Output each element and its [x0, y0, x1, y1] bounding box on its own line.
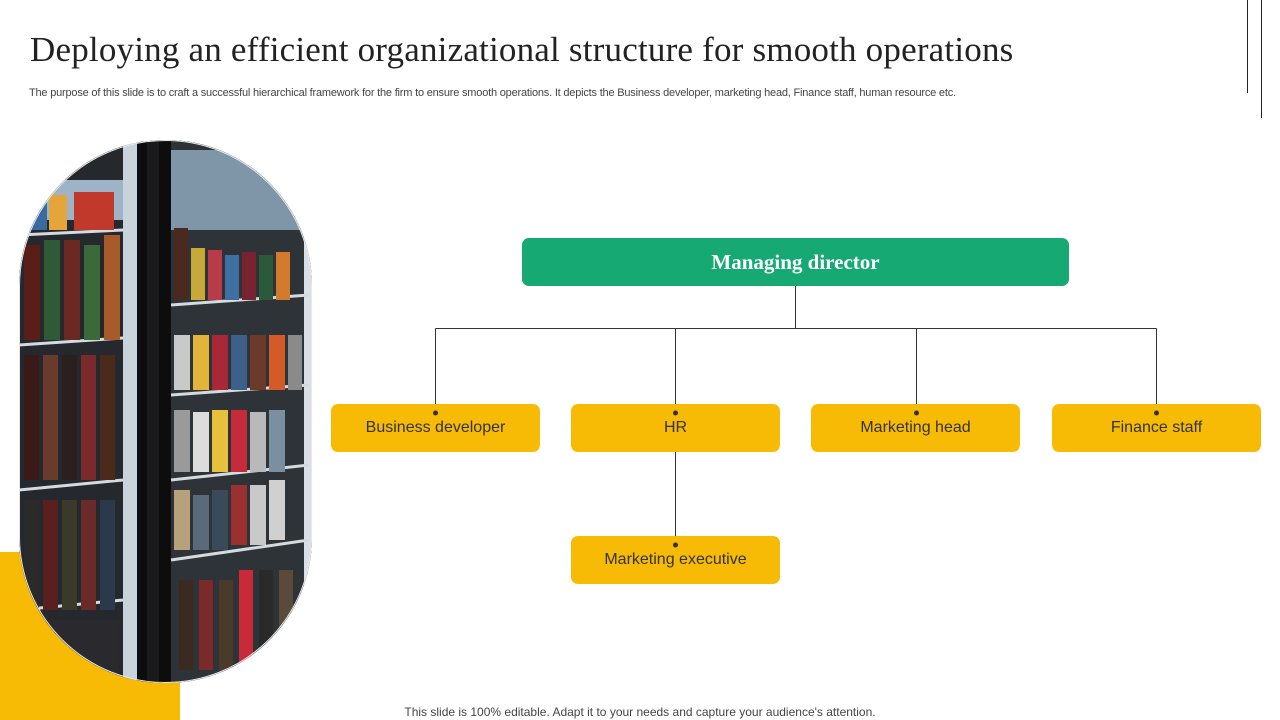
- connector-dot: [433, 410, 438, 416]
- decorative-line: [1261, 0, 1262, 118]
- marketing-executive-label: Marketing executive: [604, 551, 747, 568]
- managing-director-node: Managing director: [522, 238, 1069, 286]
- connector-dot: [673, 542, 678, 548]
- business-developer-label: Business developer: [365, 419, 506, 436]
- managing-director-label: Managing director: [711, 249, 880, 274]
- fridge-photo: [19, 140, 312, 683]
- connector-dot: [1154, 410, 1159, 416]
- hr-label: HR: [663, 419, 688, 436]
- slide-title: Deploying an efficient organizational st…: [30, 30, 1014, 69]
- decorative-line: [1247, 0, 1248, 93]
- marketing-executive-node: Marketing executive: [571, 536, 780, 584]
- connector-dot: [914, 410, 919, 416]
- slide-subtitle: The purpose of this slide is to craft a …: [29, 87, 956, 99]
- finance-staff-label: Finance staff: [1110, 419, 1203, 436]
- slide-footer: This slide is 100% editable. Adapt it to…: [404, 705, 876, 719]
- connector-dot: [673, 410, 678, 416]
- marketing-head-label: Marketing head: [860, 419, 971, 436]
